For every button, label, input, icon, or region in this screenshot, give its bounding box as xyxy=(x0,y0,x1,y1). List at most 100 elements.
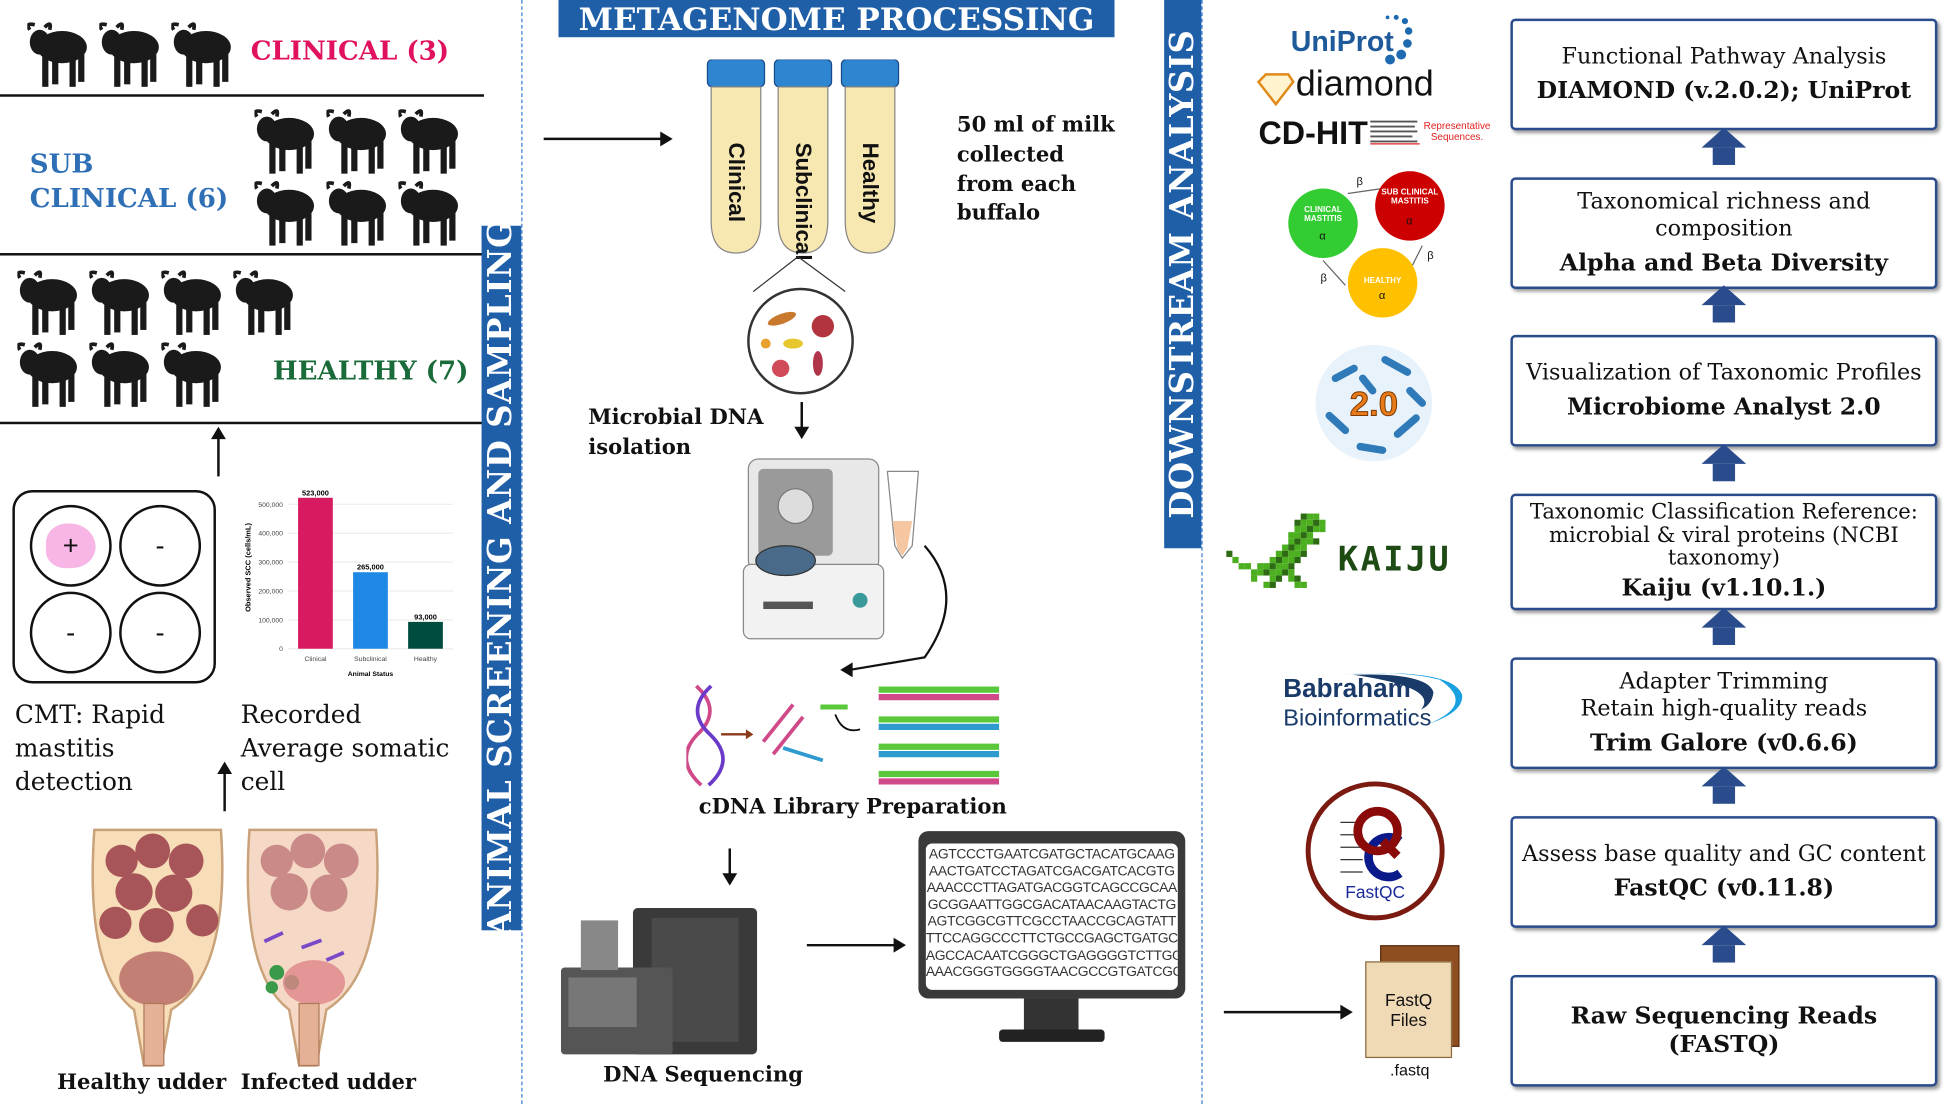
cdhit-logo: CD-HIT xyxy=(1258,114,1368,152)
kaiju-pixel xyxy=(1294,544,1301,551)
animal-screening-banner: ANIMAL SCREENING AND SAMPLING xyxy=(481,220,522,936)
beta-symbol: β xyxy=(1320,271,1327,285)
arrow-down-icon xyxy=(794,401,810,440)
diamond-logo: diamond xyxy=(1295,64,1434,105)
sample-tube: Subclinical xyxy=(772,58,834,263)
buffalo-icon xyxy=(397,179,463,253)
kaiju-pixel xyxy=(1288,532,1295,539)
data-label: 265,000 xyxy=(357,563,384,572)
x-axis-label: Animal Status xyxy=(348,671,394,678)
kaiju-pixel xyxy=(1300,532,1307,539)
kaiju-pixel xyxy=(1288,575,1295,582)
kaiju-pixel xyxy=(1269,563,1276,570)
data-label: 93,000 xyxy=(414,612,437,621)
arrow-down-icon xyxy=(722,848,738,886)
sequence-read: TTCCAGGCCCTTCTGCCGAGCTGATGC xyxy=(925,931,1178,947)
y-tick-label: 500,000 xyxy=(258,502,283,509)
alpha-symbol: α xyxy=(1378,289,1386,302)
bar-subclinical xyxy=(353,572,388,649)
alpha-symbol: α xyxy=(1319,229,1326,242)
arrow-up-icon xyxy=(1701,285,1747,306)
divider xyxy=(0,421,485,425)
kaiju-pixel xyxy=(1300,513,1307,520)
kaiju-pixel xyxy=(1319,525,1326,533)
kaiju-pixel xyxy=(1300,525,1307,533)
kaiju-pixel xyxy=(1294,519,1301,526)
sequence-read: AGTCGGCGTTCGCCTAACCGCAGTATT xyxy=(927,914,1177,930)
dna-sequencing-label: DNA Sequencing xyxy=(603,1063,803,1088)
buffalo-icon xyxy=(325,179,391,253)
analysis-step-box: Taxonomic Classification Reference: micr… xyxy=(1510,493,1938,611)
kaiju-pixel xyxy=(1275,575,1283,582)
cdhit-bars-icon xyxy=(1370,120,1420,145)
monitor-base xyxy=(999,1029,1105,1042)
buffalo-icon xyxy=(88,340,154,414)
cmt-well-negative: - xyxy=(119,504,202,587)
kaiju-pixel xyxy=(1313,513,1320,520)
kaiju-pixel xyxy=(1319,519,1326,526)
subclinical-label-line2: CLINICAL (6) xyxy=(29,182,229,214)
fastq-files-icon: FastQ Files xyxy=(1365,961,1453,1059)
fastqc-logo: FastQC xyxy=(1305,781,1445,921)
clinical-circle xyxy=(1288,188,1358,259)
microbiome-version-text: 2.0 xyxy=(1350,386,1398,424)
step-description: Assess base quality and GC content xyxy=(1521,840,1926,867)
kaiju-pixel xyxy=(1300,550,1307,557)
step-description: Taxonomical richness and composition xyxy=(1577,188,1871,242)
step-tool: DIAMOND (v.2.0.2); UniProt xyxy=(1536,77,1912,105)
scc-bar-chart: 0100,000200,000300,000400,000500,000523,… xyxy=(244,488,454,678)
arrow-up-icon xyxy=(1701,766,1747,787)
y-axis-label: Observed SCC (cells/mL) xyxy=(244,523,253,612)
microbiome-analyst-logo: 2.0 xyxy=(1315,344,1433,462)
alpha-symbol: α xyxy=(1406,214,1413,227)
buffalo-icon xyxy=(253,107,319,181)
buffalo-icon xyxy=(16,340,82,414)
arrow-up-icon xyxy=(1701,127,1747,148)
kaiju-pixel xyxy=(1269,569,1276,576)
kaiju-pixel xyxy=(1257,569,1264,576)
metagenome-header: METAGENOME PROCESSING xyxy=(558,0,1115,37)
kaiju-pixel xyxy=(1263,569,1270,576)
arrow-up-stem xyxy=(1712,463,1736,482)
fastq-extension: .fastq xyxy=(1390,1060,1430,1080)
diamond-logo-icon xyxy=(1256,73,1295,107)
kaiju-pixel xyxy=(1251,569,1258,576)
kaiju-pixel xyxy=(1313,538,1320,545)
arrow-right-icon xyxy=(1223,1004,1353,1020)
buffalo-icon xyxy=(232,268,298,342)
kaiju-pixel xyxy=(1282,550,1289,557)
healthy-circle xyxy=(1347,248,1418,318)
uniprot-logo: UniProt xyxy=(1290,24,1394,58)
kaiju-pixel xyxy=(1288,563,1295,570)
infected-udder-icon xyxy=(246,828,379,1067)
kaiju-pixel xyxy=(1232,556,1239,564)
kaiju-pixel xyxy=(1313,519,1320,526)
sequencer-icon xyxy=(560,907,758,1055)
kaiju-pixel xyxy=(1251,575,1258,582)
beta-symbol: β xyxy=(1356,174,1363,188)
arrow-up-stem xyxy=(1712,147,1736,165)
divider xyxy=(0,253,485,256)
arrow-up-stem xyxy=(1712,305,1736,323)
babraham-logo-line1: Babraham xyxy=(1283,674,1411,704)
kaiju-dinosaur-icon xyxy=(1226,513,1326,588)
x-tick-label: Healthy xyxy=(414,656,438,663)
buffalo-icon xyxy=(160,268,226,342)
section-divider xyxy=(521,0,523,1104)
healthy-text: HEALTHY xyxy=(1363,276,1402,286)
banner-text: ANIMAL SCREENING AND SAMPLING xyxy=(482,219,521,937)
buffalo-icon xyxy=(16,268,82,342)
cmt-well-negative: - xyxy=(29,591,112,674)
arrow-up-icon xyxy=(1701,444,1747,464)
kaiju-pixel xyxy=(1269,575,1276,582)
sample-tube: Healthy xyxy=(839,58,901,263)
kaiju-pixel xyxy=(1294,556,1301,564)
tube-label: Healthy xyxy=(858,142,884,224)
kaiju-pixel xyxy=(1275,550,1283,557)
arrow-up-stem xyxy=(1712,786,1736,804)
sequence-read: AGTCCCTGAATCGATGCTACATGCAAG xyxy=(928,847,1175,863)
babraham-logo-line2: Bioinformatics xyxy=(1283,705,1432,732)
